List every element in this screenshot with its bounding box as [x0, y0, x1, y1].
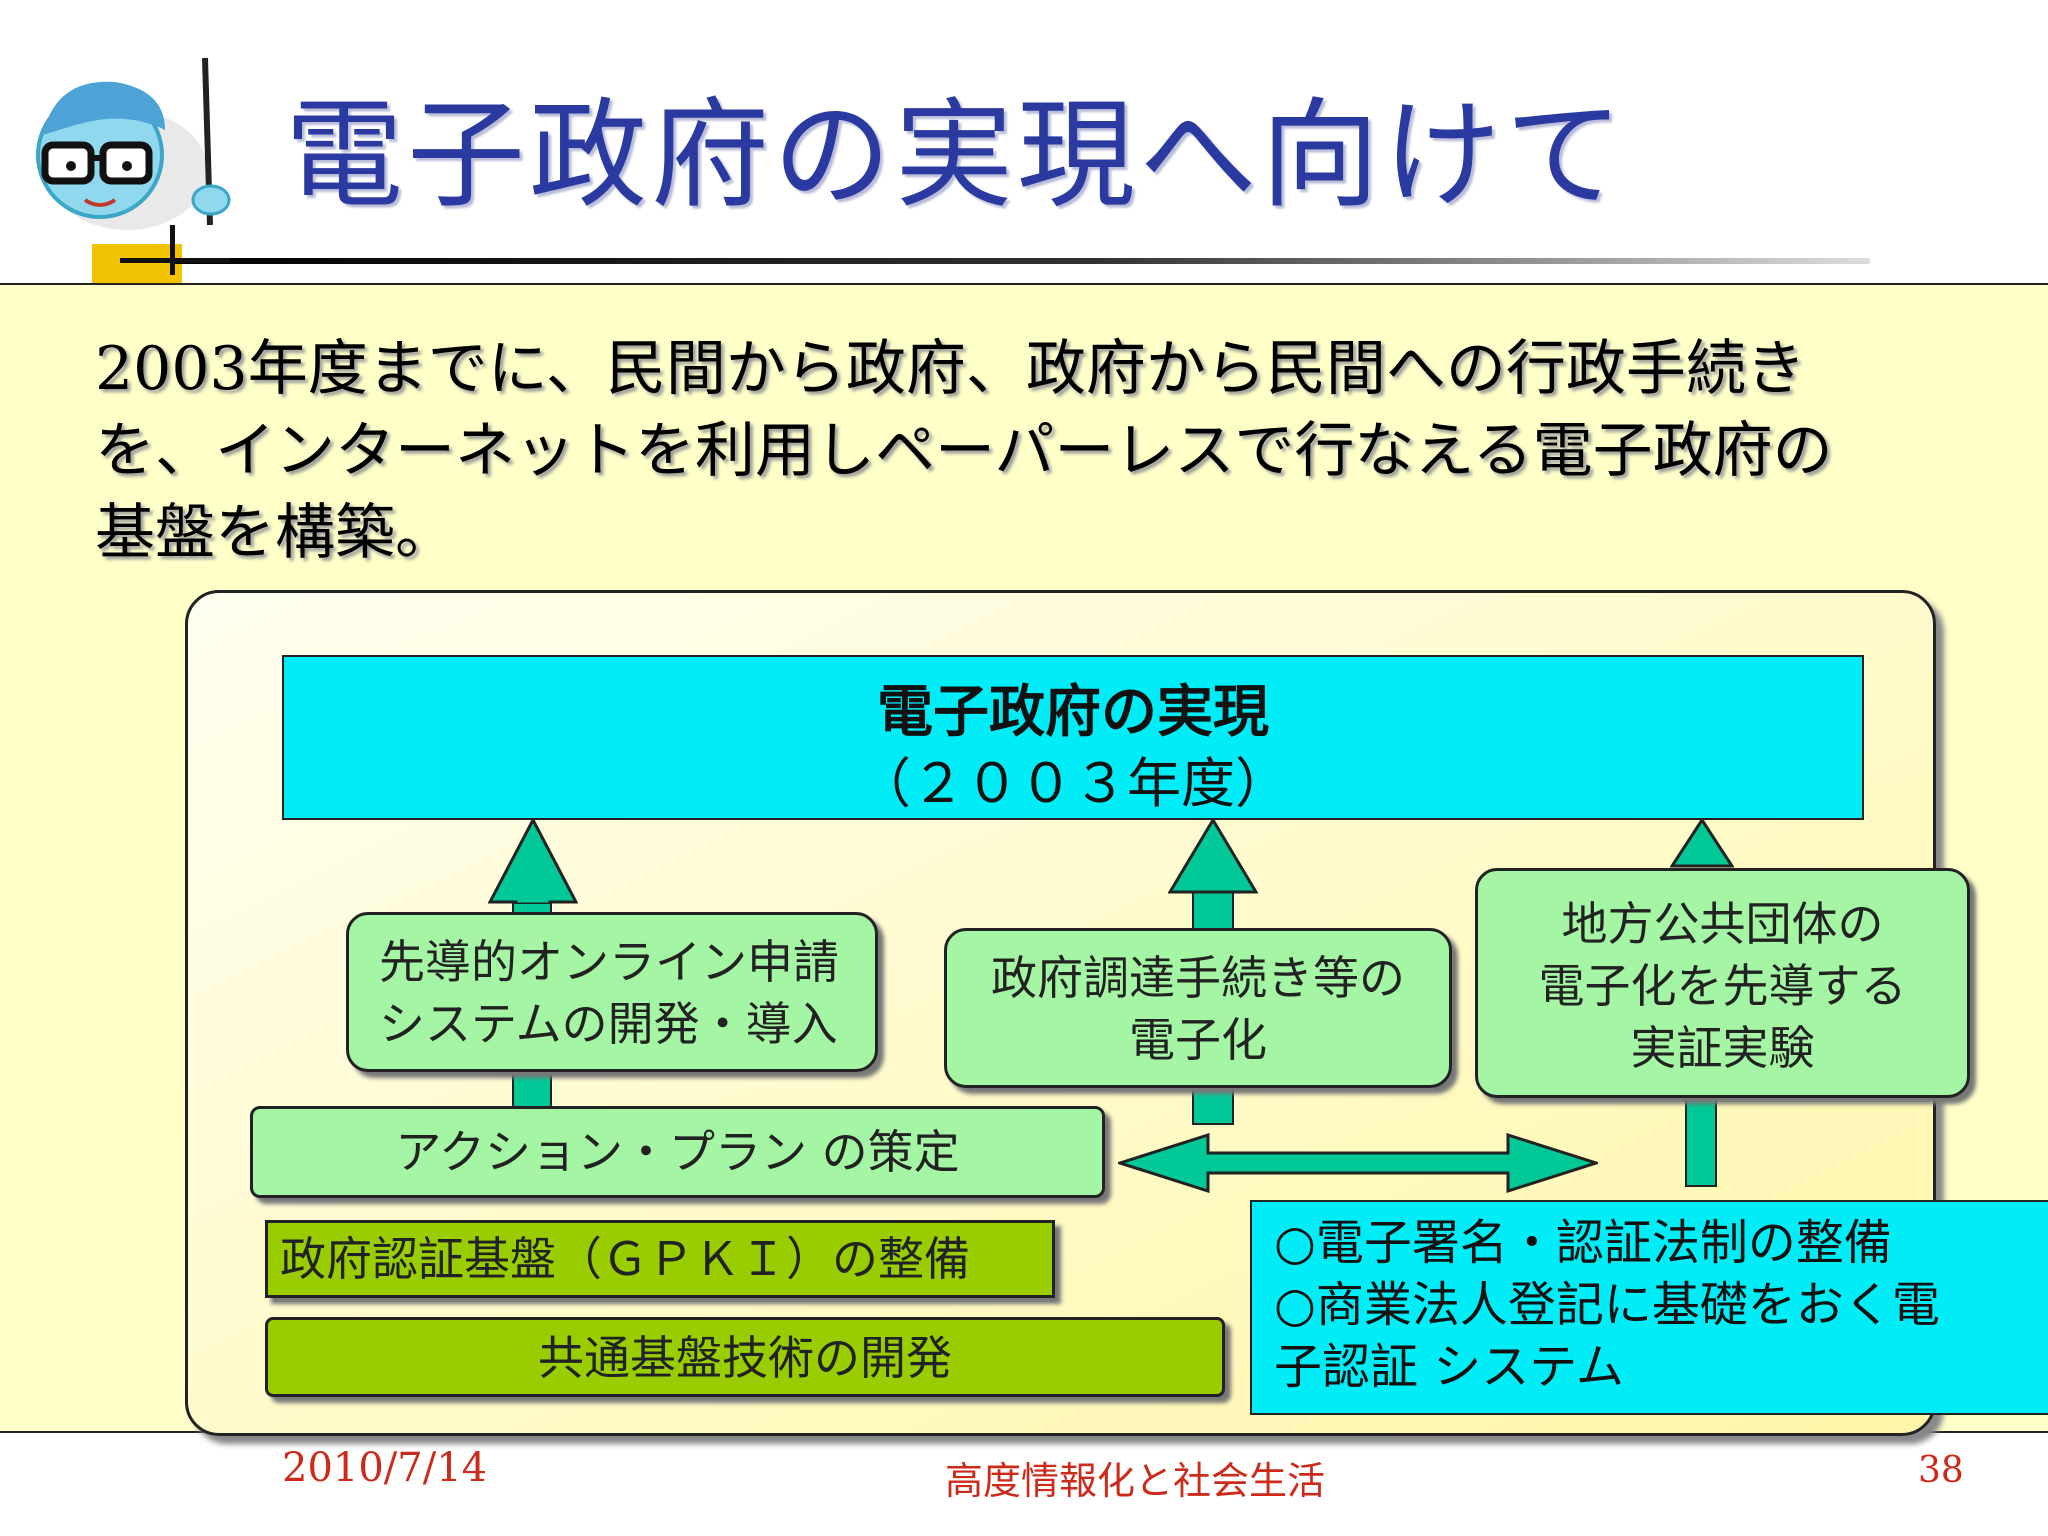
title-cross-vertical — [170, 225, 175, 275]
initiative-3-line-3: 実証実験 — [1630, 1021, 1815, 1075]
initiative-1-line-1: 先導的オンライン申請 — [379, 935, 839, 989]
goal-title: 電子政府の実現 — [877, 679, 1269, 745]
initiative-3-line-1: 地方公共団体の — [1561, 897, 1884, 951]
legal-info-line-1: ○電子署名・認証法制の整備 — [1274, 1215, 1892, 1271]
action-plan-label: アクション・プラン の策定 — [395, 1125, 960, 1179]
arrow-stem-right — [1685, 1095, 1717, 1187]
goal-year: （２００３年度） — [857, 752, 1289, 815]
gpki-label: 政府認証基盤（ＧＰＫＩ）の整備 — [280, 1232, 970, 1286]
footer-date: 2010/7/14 — [282, 1445, 488, 1491]
title-rule — [170, 258, 1870, 264]
gpki-box: 政府認証基盤（ＧＰＫＩ）の整備 — [265, 1220, 1055, 1298]
mascot-logo — [36, 57, 231, 230]
title-cross-horizontal — [120, 258, 230, 263]
title-accent-square — [92, 244, 182, 286]
double-arrow-icon — [1118, 1133, 1598, 1193]
legal-info-box: ○電子署名・認証法制の整備 ○商業法人登記に基礎をおく電 子認証 システム — [1250, 1200, 2048, 1415]
initiative-local-government: 地方公共団体の 電子化を先導する 実証実験 — [1475, 868, 1970, 1098]
goal-box: 電子政府の実現 （２００３年度） — [282, 655, 1864, 820]
arrow-up-right-icon — [1670, 818, 1734, 868]
arrow-up-left-icon — [488, 818, 578, 904]
initiative-3-line-2: 電子化を先導する — [1538, 959, 1907, 1013]
initiative-procurement: 政府調達手続き等の 電子化 — [944, 928, 1452, 1088]
initiative-2-line-1: 政府調達手続き等の — [991, 951, 1405, 1005]
initiative-online-application: 先導的オンライン申請 システムの開発・導入 — [346, 912, 878, 1072]
common-tech-label: 共通基盤技術の開発 — [538, 1331, 952, 1385]
action-plan-box: アクション・プラン の策定 — [250, 1106, 1105, 1198]
footer-title: 高度情報化と社会生活 — [945, 1459, 1326, 1503]
initiative-2-line-2: 電子化 — [1129, 1013, 1267, 1067]
legal-info-line-3: 子認証 システム — [1274, 1339, 1624, 1395]
common-tech-box: 共通基盤技術の開発 — [265, 1317, 1225, 1397]
lead-text: 2003年度までに、民間から政府、政府から民間への行政手続きを、インターネットを… — [95, 334, 1833, 568]
legal-info-line-2: ○商業法人登記に基礎をおく電 — [1274, 1277, 1940, 1333]
slide-title: 電子政府の実現へ向けて — [285, 86, 1628, 224]
initiative-1-line-2: システムの開発・導入 — [379, 997, 838, 1051]
footer-page-number: 38 — [1918, 1450, 1964, 1491]
arrow-up-center-icon — [1168, 818, 1258, 894]
